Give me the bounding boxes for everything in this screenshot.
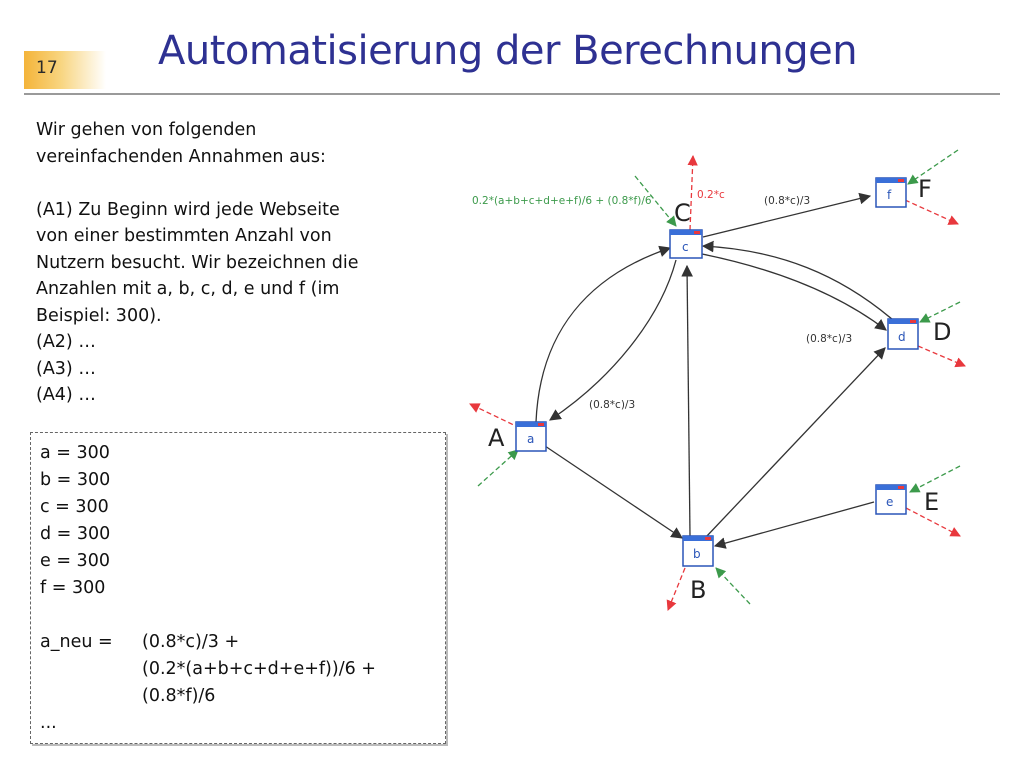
formula-box: a = 300 b = 300 c = 300 d = 300 e = 300 …	[30, 432, 446, 744]
inflow-b	[715, 567, 751, 605]
inflow-arrows	[477, 149, 961, 605]
node-d-label: D	[933, 318, 951, 346]
edge-label-c-to-f: (0.8*c)/3	[764, 195, 810, 207]
value-d: d = 300	[40, 524, 111, 544]
node-f: f	[875, 177, 907, 208]
node-b-inner: b	[693, 547, 701, 561]
a-neu-term-3: (0.8*f)/6	[142, 686, 216, 706]
outflow-f	[904, 199, 959, 225]
value-e: e = 300	[40, 551, 110, 571]
edge-a-to-b	[544, 445, 683, 539]
a-neu-term-1: (0.8*c)/3 +	[142, 632, 240, 652]
node-e-inner: e	[886, 495, 893, 509]
node-e: e	[875, 484, 907, 515]
node-b: b	[682, 535, 714, 567]
node-f-label: F	[918, 175, 932, 203]
value-c: c = 300	[40, 497, 109, 517]
link-edges	[535, 192, 894, 549]
inflow-c	[634, 175, 677, 227]
edge-b-to-d	[705, 347, 886, 538]
node-a: a	[515, 421, 547, 452]
outflow-a	[469, 403, 521, 429]
slide-number: 17	[36, 58, 58, 78]
assumptions-text: Wir gehen von folgenden vereinfachenden …	[36, 120, 359, 405]
a-neu-label: a_neu =	[40, 632, 113, 652]
title-divider	[24, 93, 1000, 95]
edge-label-c-to-d: (0.8*c)/3	[806, 333, 852, 345]
edge-c-to-a	[549, 259, 677, 421]
node-a-label: A	[488, 424, 505, 452]
outflow-arrows	[469, 154, 966, 611]
value-a: a = 300	[40, 443, 110, 463]
value-f: f = 300	[40, 578, 106, 598]
inflow-e	[909, 465, 961, 493]
pagerank-graph: 0.2*(a+b+c+d+e+f)/6 + (0.8*f)/6 0.2*c (0…	[469, 149, 966, 611]
edge-a-to-c	[535, 245, 672, 423]
outflow-d	[917, 345, 966, 368]
a-neu-term-2: (0.2*(a+b+c+d+e+f))/6 +	[142, 659, 376, 679]
node-c-inner: c	[682, 240, 689, 254]
node-e-label: E	[924, 488, 939, 516]
edge-label-c-in: 0.2*(a+b+c+d+e+f)/6 + (0.8*f)/6	[472, 195, 652, 207]
formula-ellipsis: ...	[40, 713, 57, 733]
outflow-c	[687, 154, 698, 231]
node-a-inner: a	[527, 432, 534, 446]
slide-title: Automatisierung der Berechnungen	[158, 28, 858, 74]
node-f-inner: f	[887, 188, 892, 202]
value-b: b = 300	[40, 470, 111, 490]
edge-c-to-d	[701, 253, 887, 331]
node-d-inner: d	[898, 330, 906, 344]
inflow-a	[477, 449, 519, 487]
node-c-label: C	[674, 199, 691, 227]
node-d: d	[887, 318, 919, 350]
edge-b-to-c	[681, 264, 693, 537]
node-c: c	[669, 229, 703, 259]
edge-label-c-to-a: (0.8*c)/3	[589, 399, 635, 411]
outflow-e	[905, 507, 961, 537]
edge-label-c-out: 0.2*c	[697, 189, 725, 201]
outflow-b	[666, 567, 686, 611]
edge-e-to-b	[713, 501, 875, 549]
inflow-f	[907, 149, 959, 185]
slide-number-bar	[24, 51, 106, 89]
node-b-label: B	[690, 576, 706, 604]
edge-d-to-c	[701, 240, 894, 321]
edge-c-to-f	[702, 192, 872, 238]
